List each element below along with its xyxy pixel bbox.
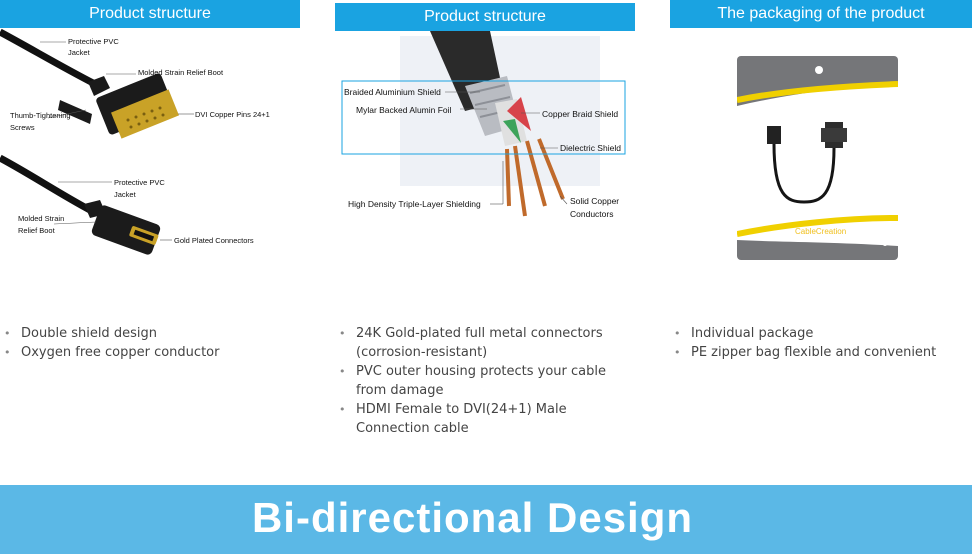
- list-item: Oxygen free copper conductor: [2, 343, 302, 362]
- panel-1-header: Product structure: [0, 0, 300, 28]
- list-item: Individual package: [672, 324, 962, 343]
- dvi-hdmi-cable-diagram: [0, 28, 194, 255]
- banner-title: Bi-directional Design: [251, 494, 694, 541]
- label-gold-connectors: Gold Plated Connectors: [174, 236, 254, 245]
- panel-1-features: Double shield design Oxygen free copper …: [2, 324, 302, 362]
- label-jacket-1: Jacket: [68, 48, 90, 57]
- bag-hole: [815, 66, 823, 74]
- label-dvi-pins: DVI Copper Pins 24+1: [195, 110, 270, 119]
- label-protective-pvc-2: Protective PVC: [114, 178, 165, 187]
- label-copper-braid: Copper Braid Shield: [542, 109, 619, 119]
- label-relief-boot-2: Relief Boot: [18, 226, 55, 235]
- label-high-density: High Density Triple-Layer Shielding: [348, 199, 481, 209]
- panel-2-header: Product structure: [335, 3, 635, 31]
- list-item: 24K Gold-plated full metal connectors (c…: [337, 324, 627, 362]
- label-conductors: Conductors: [570, 209, 614, 219]
- label-protective-pvc-1: Protective PVC: [68, 37, 119, 46]
- panel-2-features: 24K Gold-plated full metal connectors (c…: [337, 324, 627, 438]
- label-dielectric: Dielectric Shield: [560, 143, 621, 153]
- label-thumb-screws: Thumb-Tightening: [10, 111, 71, 120]
- label-jacket-2: Jacket: [114, 190, 136, 199]
- zipper-bag-image: CableCreation: [737, 56, 898, 260]
- label-screws: Screws: [10, 123, 35, 132]
- panel-3-features: Individual package PE zipper bag flexibl…: [672, 324, 962, 362]
- panel-3-header: The packaging of the product: [670, 0, 972, 28]
- list-item: Double shield design: [2, 324, 302, 343]
- label-braided-aluminium: Braided Aluminium Shield: [344, 87, 441, 97]
- cable-product-icon: [737, 81, 898, 246]
- label-strain-relief-2: Molded Strain: [18, 214, 65, 223]
- label-solid-copper: Solid Copper: [570, 196, 620, 206]
- list-item: HDMI Female to DVI(24+1) Male Connection…: [337, 400, 627, 438]
- list-item: PE zipper bag flexible and convenient: [672, 343, 962, 362]
- bottom-banner: Bi-directional Design: [0, 485, 972, 554]
- list-item: PVC outer housing protects your cable fr…: [337, 362, 627, 400]
- brand-label: CableCreation: [795, 227, 847, 236]
- label-strain-relief-1: Molded Strain Relief Boot: [138, 68, 224, 77]
- label-mylar-foil: Mylar Backed Alumin Foil: [356, 105, 452, 115]
- cable-cross-section-diagram: [341, 31, 626, 217]
- bag-dot: [883, 242, 887, 246]
